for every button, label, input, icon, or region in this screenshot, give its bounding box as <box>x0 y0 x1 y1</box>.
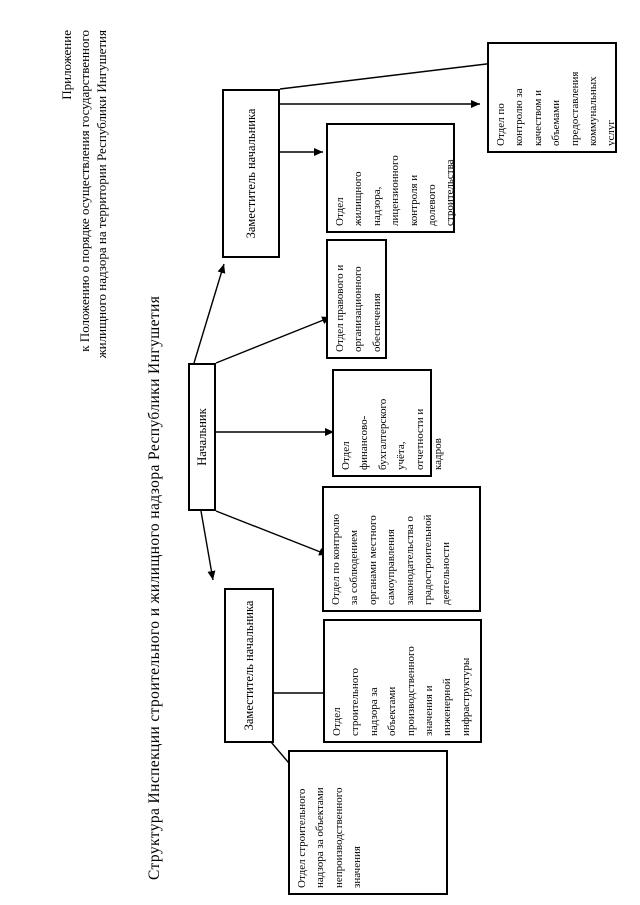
node-chief: Начальник <box>188 363 216 511</box>
connector-chief-to-deputy-left <box>200 510 216 581</box>
node-dept-industrial-construction: Отдел строительного надзора за объектами… <box>323 619 482 743</box>
node-dept-utilities-quality-control: Отдел по контролю за качеством и объемам… <box>487 42 617 153</box>
node-dept-municipal-compliance: Отдел по контролю за соблюдением органам… <box>322 486 481 612</box>
node-dept-housing-supervision: Отдел жилищного надзора, лицензионного к… <box>326 123 456 233</box>
connector-chief-to-deputy-right <box>193 263 226 364</box>
node-dept-nonindustrial-construction: Отдел строительного надзора за объектами… <box>288 750 448 895</box>
connector-chief-to-compliance <box>215 510 329 556</box>
node-dept-finance-accounting: Отдел финансово- бухгалтерского учёта, о… <box>332 369 444 477</box>
connector-chief-to-legal <box>215 316 332 364</box>
node-dept-legal-organizational: Отдел правового и организационного обесп… <box>326 239 387 359</box>
node-deputy-right: Заместитель начальника <box>222 89 280 258</box>
node-deputy-left: Заместитель начальника <box>224 588 274 743</box>
